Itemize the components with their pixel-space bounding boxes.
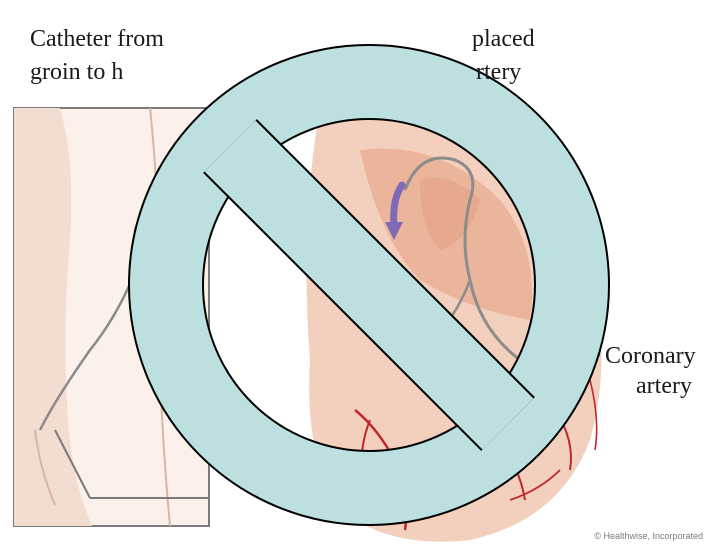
copyright-credit: © Healthwise, Incorporated xyxy=(594,531,703,541)
caption-top-right-line2: rtery xyxy=(476,59,521,87)
coronary-artery-label-line1: Coronary xyxy=(605,343,696,371)
caption-top-left-line2: groin to h xyxy=(30,59,123,87)
caption-top-left-line1: Catheter from xyxy=(30,26,164,54)
coronary-artery-label-line2: artery xyxy=(636,373,692,401)
caption-top-right-line1: placed xyxy=(472,26,535,54)
